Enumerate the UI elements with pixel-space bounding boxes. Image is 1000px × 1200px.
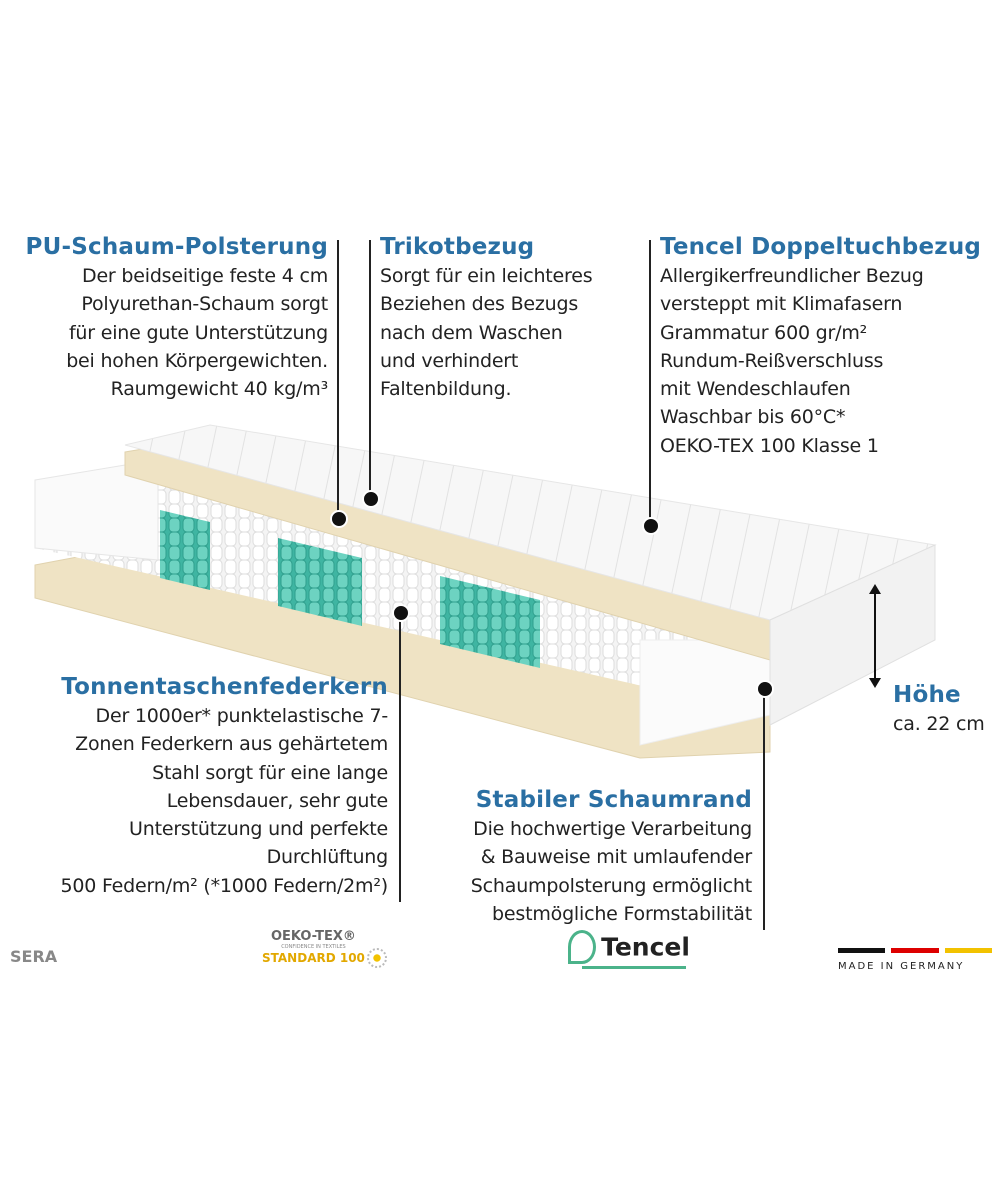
tencel-leader-line xyxy=(649,240,651,525)
pu-foam-title: PU-Schaum-Polsterung xyxy=(25,234,328,260)
pu-line: für eine gute Unterstützung xyxy=(68,321,328,344)
tencel-line: Grammatur 600 gr/m² xyxy=(660,321,868,344)
spring-zone-teal xyxy=(278,538,362,626)
pu-leader-dot xyxy=(330,510,348,528)
schaumrand-line: Schaumpolsterung ermöglicht xyxy=(470,874,752,897)
height-block: Höhe ca. 22 cm xyxy=(893,680,985,738)
tencel-leaf-icon xyxy=(568,930,596,964)
german-flag-stripes xyxy=(838,948,992,953)
tencel-line: versteppt mit Klimafasern xyxy=(660,293,903,316)
tonnen-block: Tonnentaschenfederkern Der 1000er* punkt… xyxy=(60,672,388,900)
schaumrand-title: Stabiler Schaumrand xyxy=(475,787,752,813)
tonnen-leader-line xyxy=(399,612,401,902)
spring-zone-teal xyxy=(440,576,540,668)
tonnen-line: Lebensdauer, sehr gute xyxy=(166,789,388,812)
tonnen-line: Stahl sorgt für eine lange xyxy=(152,761,388,784)
trikot-line: Sorgt für ein leichteres xyxy=(380,265,593,287)
oeko-sub: CONFIDENCE IN TEXTILES xyxy=(281,944,346,950)
tencel-line: Rundum-Reißverschluss xyxy=(660,349,884,372)
height-value: ca. 22 cm xyxy=(893,713,985,735)
trikot-block: Trikotbezug Sorgt für ein leichteres Bez… xyxy=(380,232,593,403)
tencel-logo: Tencel xyxy=(568,930,690,969)
tencel-underline xyxy=(582,966,686,969)
schaumrand-line: & Bauweise mit umlaufender xyxy=(480,846,752,869)
oeko-title: OEKO-TEX® xyxy=(270,929,356,944)
trikot-line: nach dem Waschen xyxy=(380,321,563,344)
tonnen-leader-dot xyxy=(392,604,410,622)
trikot-line: Faltenbildung. xyxy=(380,378,512,401)
schaumrand-leader-dot xyxy=(756,680,774,698)
schaumrand-block: Stabiler Schaumrand Die hochwertige Vera… xyxy=(471,785,752,928)
tencel-line: OEKO-TEX 100 Klasse 1 xyxy=(660,434,879,457)
sera-logo: SERA xyxy=(10,947,58,966)
height-title: Höhe xyxy=(893,682,961,708)
pu-line: bei hohen Körpergewichten. xyxy=(66,349,328,372)
tonnen-line: Unterstützung und perfekte xyxy=(129,818,388,841)
tencel-wordmark: Tencel xyxy=(601,932,690,962)
tonnen-line: Der 1000er* punktelastische 7- xyxy=(95,705,389,727)
trikot-leader-dot xyxy=(362,490,380,508)
made-in-germany-logo: MADE IN GERMANY xyxy=(838,948,992,972)
tonnen-title: Tonnentaschenfederkern xyxy=(61,674,388,700)
pu-line: Polyurethan-Schaum sorgt xyxy=(81,293,328,316)
schaumrand-line: Die hochwertige Verarbeitung xyxy=(473,818,752,840)
tonnen-line: Durchlüftung xyxy=(266,846,389,869)
tencel-line: Allergikerfreundlicher Bezug xyxy=(660,265,924,287)
oeko-tex-logo: OEKO-TEX® CONFIDENCE IN TEXTILES STANDAR… xyxy=(262,930,365,964)
schaumrand-line: bestmögliche Formstabilität xyxy=(492,902,752,925)
pu-line: Der beidseitige feste 4 cm xyxy=(82,265,328,287)
schaumrand-leader-line xyxy=(763,688,765,930)
tencel-leader-dot xyxy=(642,517,660,535)
tencel-title: Tencel Doppeltuchbezug xyxy=(660,234,982,260)
flower-icon xyxy=(367,948,387,968)
trikot-title: Trikotbezug xyxy=(380,234,535,260)
tencel-line: Waschbar bis 60°C* xyxy=(660,406,846,429)
pu-leader-line xyxy=(337,240,339,518)
trikot-line: Beziehen des Bezugs xyxy=(380,293,579,316)
spring-zone-teal xyxy=(160,510,210,590)
trikot-line: und verhindert xyxy=(380,349,519,372)
pu-foam-block: PU-Schaum-Polsterung Der beidseitige fes… xyxy=(25,232,329,403)
tonnen-line: Zonen Federkern aus gehärtetem xyxy=(75,733,388,756)
height-arrow-icon xyxy=(869,584,881,688)
oeko-standard: STANDARD 100 xyxy=(262,951,365,965)
tencel-block: Tencel Doppeltuchbezug Allergikerfreundl… xyxy=(660,232,981,460)
pu-line: Raumgewicht 40 kg/m³ xyxy=(110,378,329,401)
made-in-germany-text: MADE IN GERMANY xyxy=(838,961,965,972)
side-foam-left xyxy=(34,464,159,561)
tencel-line: mit Wendeschlaufen xyxy=(660,378,851,401)
trikot-leader-line xyxy=(369,240,371,498)
tonnen-line: 500 Federn/m² (*1000 Federn/2m²) xyxy=(60,874,388,897)
spring-core xyxy=(35,465,770,715)
